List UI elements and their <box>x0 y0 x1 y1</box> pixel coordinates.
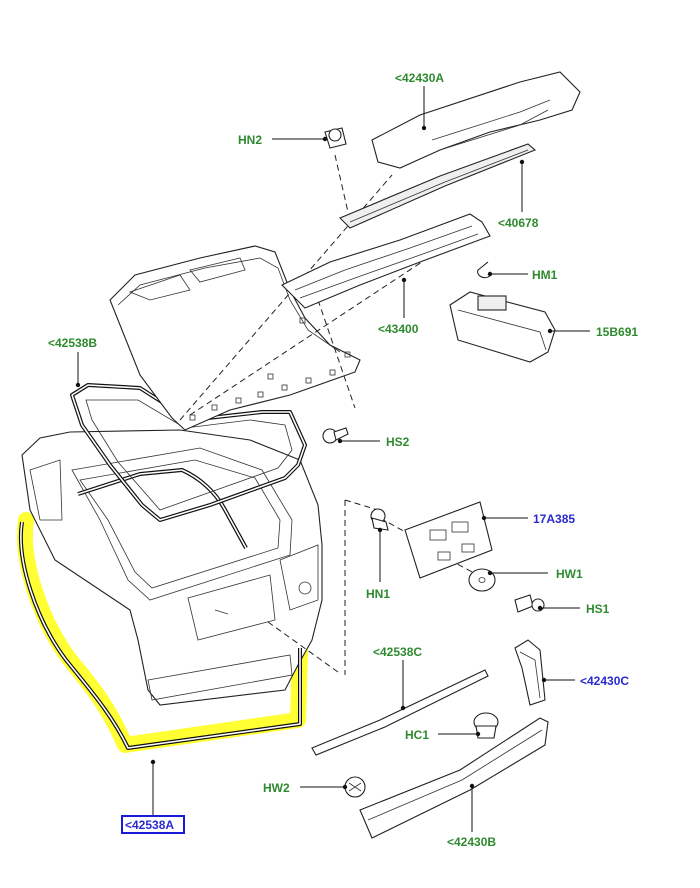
hm1-hook[interactable] <box>477 261 491 279</box>
seal-strip-42538C[interactable] <box>311 669 489 756</box>
label-hs2[interactable]: HS2 <box>386 435 410 449</box>
label-40678[interactable]: <40678 <box>498 216 539 230</box>
label-17A385[interactable]: 17A385 <box>533 512 575 526</box>
panel-clips <box>189 317 351 421</box>
liftgate-body[interactable] <box>21 429 323 706</box>
spoiler-42430A[interactable] <box>371 71 581 169</box>
seal-42538B[interactable] <box>70 383 307 522</box>
label-42430A[interactable]: <42430A <box>395 71 444 85</box>
bracket-42430C[interactable] <box>514 639 546 706</box>
leader-lines <box>75 86 590 832</box>
label-hn2[interactable]: HN2 <box>238 133 262 147</box>
plate-bracket-17A385[interactable] <box>404 501 493 579</box>
hn1-nut[interactable] <box>370 508 389 531</box>
label-hw2[interactable]: HW2 <box>263 781 290 795</box>
finisher-42430B[interactable] <box>359 717 549 839</box>
assembly-lines <box>179 154 479 675</box>
hs2-screw[interactable] <box>322 427 349 444</box>
selected-label-box <box>121 815 185 834</box>
label-43400[interactable]: <43400 <box>378 322 419 336</box>
label-42538C[interactable]: <42538C <box>373 645 422 659</box>
strip-40678[interactable] <box>339 143 537 229</box>
label-42430C[interactable]: <42430C <box>580 674 629 688</box>
label-42538A[interactable]: <42538A <box>125 818 174 832</box>
label-42430B[interactable]: <42430B <box>447 835 496 849</box>
lamp-15B691[interactable] <box>449 291 556 363</box>
label-hs1[interactable]: HS1 <box>586 602 610 616</box>
hn2-clip[interactable] <box>324 127 347 149</box>
label-hw1[interactable]: HW1 <box>556 567 583 581</box>
label-hn1[interactable]: HN1 <box>366 587 390 601</box>
hc1-clip[interactable] <box>473 712 499 739</box>
inner-panel[interactable] <box>109 245 361 431</box>
label-15B691[interactable]: 15B691 <box>596 325 638 339</box>
label-hm1[interactable]: HM1 <box>532 268 558 282</box>
label-42538B[interactable]: <42538B <box>48 336 97 350</box>
hw2-washer[interactable] <box>344 776 366 798</box>
label-hc1[interactable]: HC1 <box>405 728 429 742</box>
seal-42538A[interactable] <box>19 468 302 750</box>
bracket-43400[interactable] <box>281 213 491 309</box>
